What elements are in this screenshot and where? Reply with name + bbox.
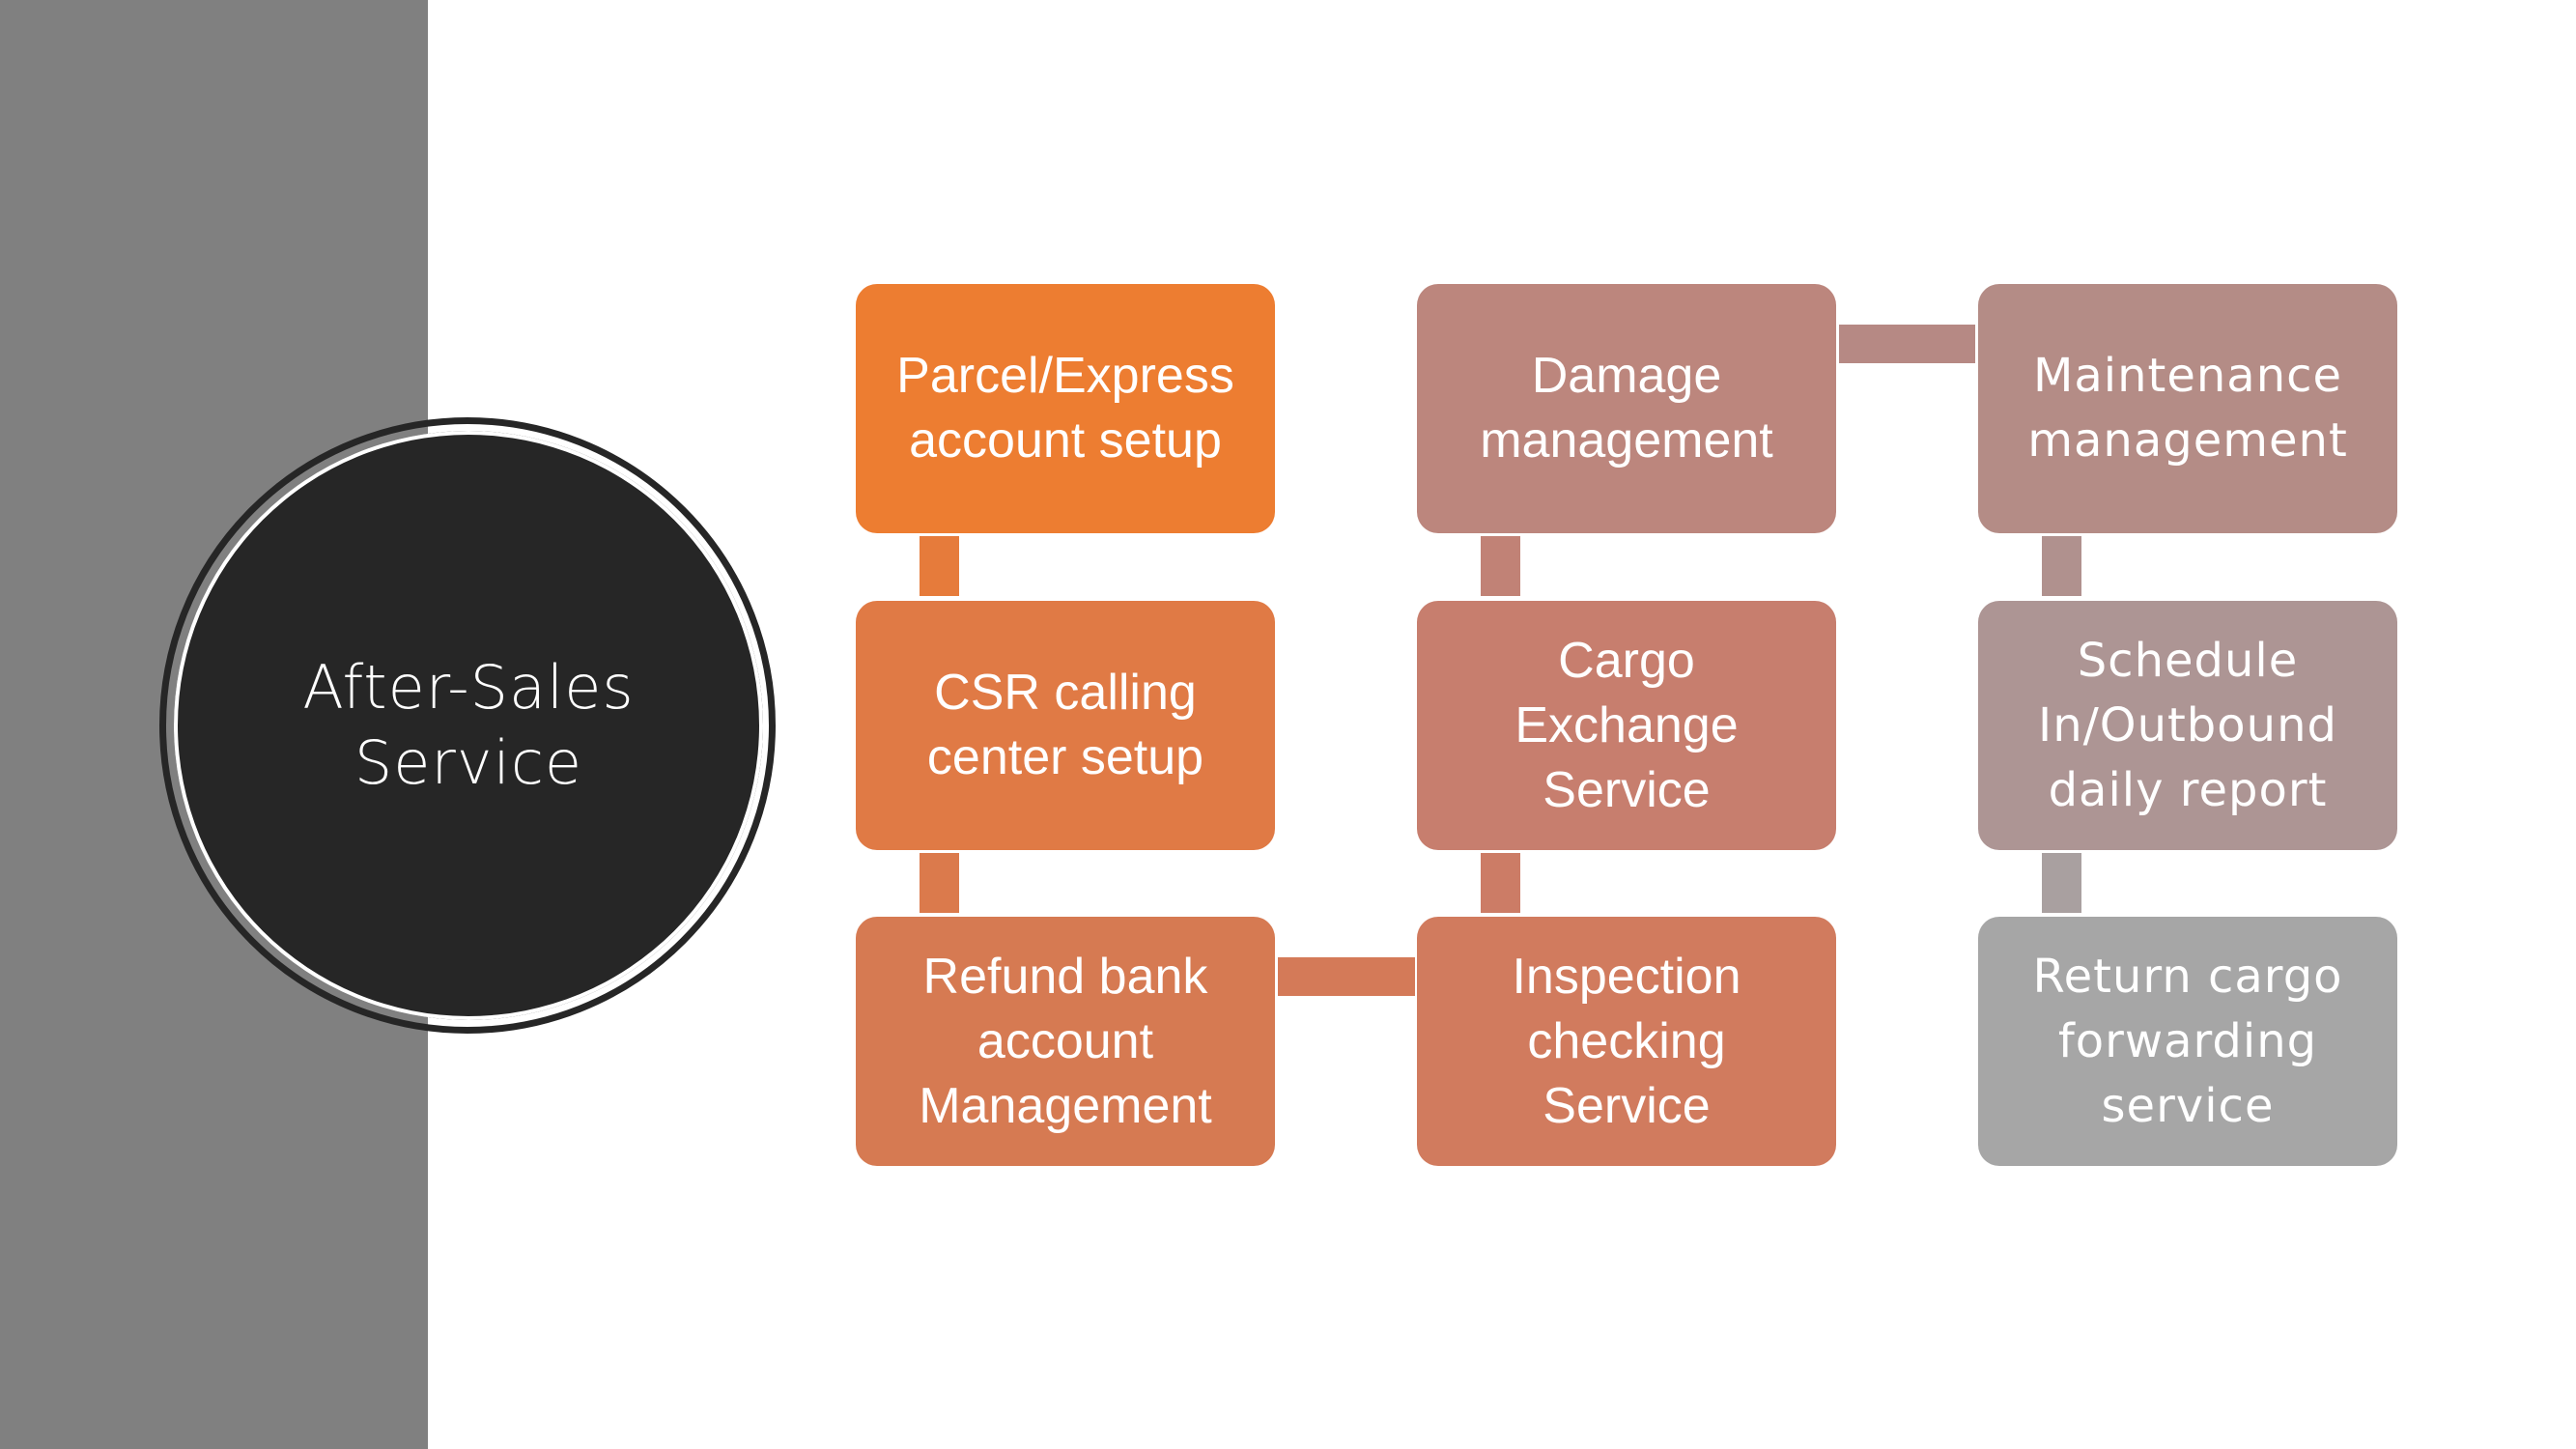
step-label: Damage management	[1480, 348, 1773, 469]
step-box-csr-calling-center: CSR calling center setup	[856, 601, 1275, 850]
step-box-damage-management: Damage management	[1417, 284, 1836, 533]
hub-title: After-Sales Service	[302, 652, 635, 798]
hub-outer-ring	[159, 417, 776, 1034]
step-label: Parcel/Express account setup	[896, 348, 1234, 469]
step-label: Maintenance management	[2027, 349, 2348, 468]
hub-circle: After-Sales Service	[174, 431, 763, 1020]
connector	[1839, 325, 1975, 363]
step-label: Refund bank account Management	[919, 948, 1212, 1134]
step-label: Schedule In/Outbound daily report	[2038, 633, 2337, 817]
connector	[2042, 536, 2081, 596]
step-box-schedule-daily-report: Schedule In/Outbound daily report	[1978, 601, 2397, 850]
step-label: CSR calling center setup	[926, 665, 1204, 785]
connector	[1278, 957, 1415, 996]
step-label: Inspection checking Service	[1512, 948, 1741, 1134]
step-box-return-cargo-forwarding: Return cargo forwarding service	[1978, 917, 2397, 1166]
step-box-maintenance-management: Maintenance management	[1978, 284, 2397, 533]
connector	[920, 536, 959, 596]
connector	[920, 853, 959, 913]
step-label: Return cargo forwarding service	[2032, 949, 2343, 1133]
step-label: Cargo Exchange Service	[1514, 632, 1739, 818]
step-box-cargo-exchange: Cargo Exchange Service	[1417, 601, 1836, 850]
connector	[1481, 536, 1520, 596]
step-box-inspection-checking: Inspection checking Service	[1417, 917, 1836, 1166]
step-box-refund-bank-account: Refund bank account Management	[856, 917, 1275, 1166]
connector	[1481, 853, 1520, 913]
connector	[2042, 853, 2081, 913]
step-box-parcel-express-setup: Parcel/Express account setup	[856, 284, 1275, 533]
